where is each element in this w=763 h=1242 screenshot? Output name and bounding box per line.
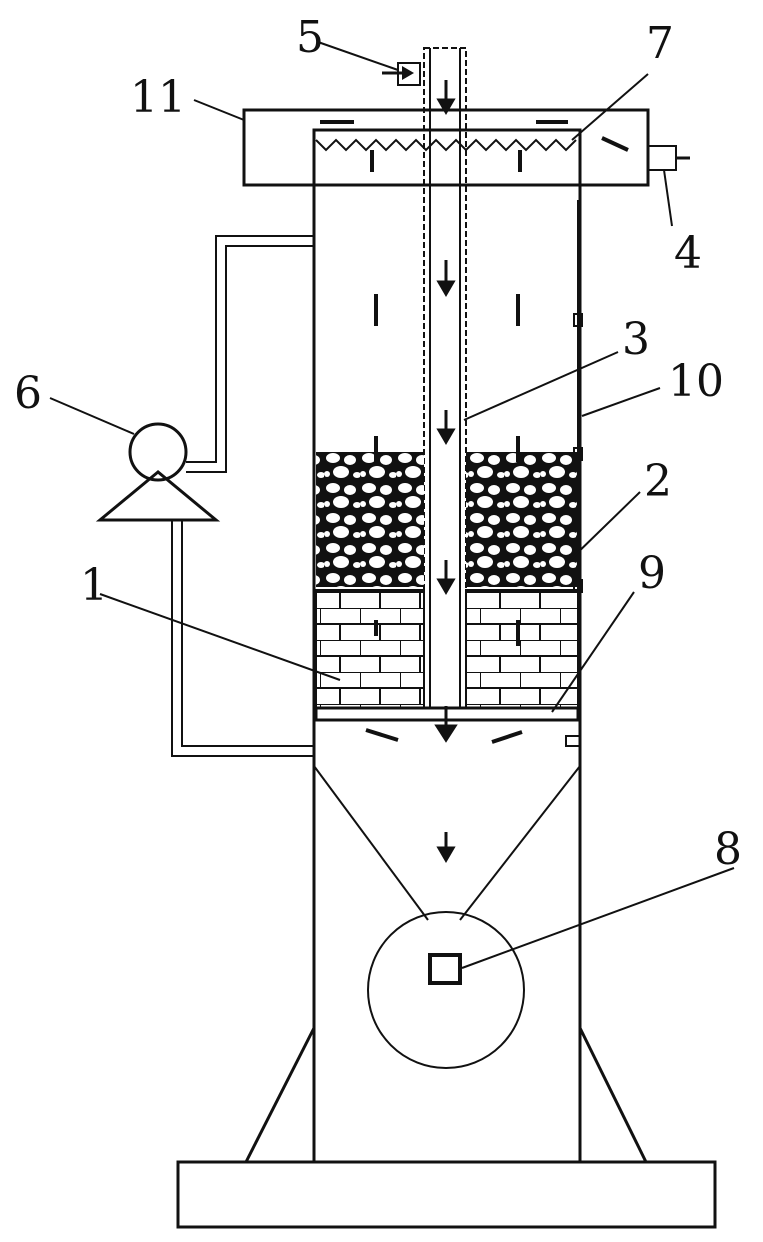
label-10: 10 — [668, 356, 724, 407]
recirc-pipe-inner — [186, 245, 314, 473]
sludge-outlet — [428, 953, 462, 985]
sampling-port-2 — [573, 447, 583, 461]
label-7: 7 — [646, 18, 674, 69]
sampling-port-1 — [573, 313, 583, 327]
inlet-arrow-head — [402, 66, 414, 80]
weir — [315, 138, 577, 152]
flow-arrows-down — [434, 80, 458, 863]
hopper — [313, 765, 429, 921]
label-1: 1 — [80, 560, 108, 611]
sludge-chamber — [367, 911, 525, 1069]
label-2: 2 — [644, 456, 672, 507]
label-9: 9 — [638, 548, 666, 599]
brick-layer-right — [465, 589, 579, 711]
flow-arrows-up — [320, 120, 629, 744]
top-tank — [242, 108, 650, 187]
label-6: 6 — [14, 368, 42, 419]
support-leg-right — [578, 1027, 648, 1163]
outlet-fitting — [647, 145, 677, 171]
reactor-column — [312, 128, 582, 1164]
support-leg-left — [244, 1027, 316, 1163]
suction-pipe-outer — [171, 520, 314, 757]
gravel-layer-right — [466, 452, 578, 587]
label-11: 11 — [130, 72, 186, 123]
label-8: 8 — [714, 824, 742, 875]
base-platform — [176, 1160, 717, 1229]
sampling-port-4 — [565, 735, 581, 747]
hopper-right — [459, 765, 581, 921]
label-5: 5 — [296, 12, 324, 63]
brick-layer-left — [315, 589, 425, 711]
label-4: 4 — [674, 228, 702, 279]
leader-lines — [49, 41, 735, 969]
pump-base — [95, 470, 221, 522]
sampling-port-3 — [573, 579, 583, 593]
recirc-pipe-outer — [186, 235, 314, 463]
pump — [128, 422, 188, 482]
gravel-layer-left — [316, 452, 424, 587]
suction-pipe-inner — [181, 520, 314, 747]
label-3: 3 — [622, 314, 650, 365]
